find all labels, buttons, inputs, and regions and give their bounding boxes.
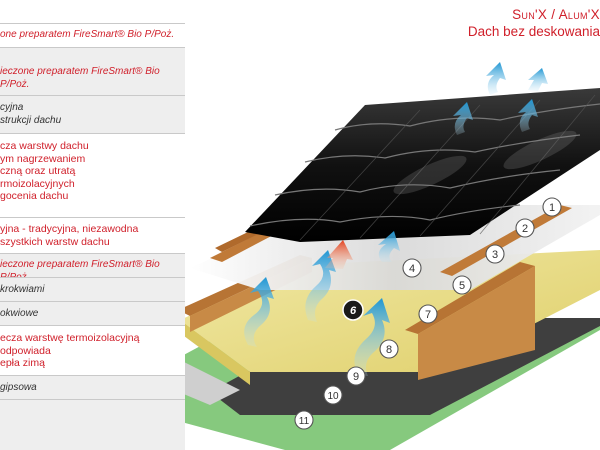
- svg-text:11: 11: [299, 416, 310, 427]
- roof-tiles: [245, 88, 600, 242]
- callout-8: 8: [379, 339, 399, 359]
- legend-row: one preparatem FireSmart® Bio P/Poż.: [0, 24, 185, 48]
- title-line-2: Dach bez deskowania: [467, 24, 600, 39]
- legend-row: gipsowa: [0, 376, 185, 400]
- callout-10: 10: [323, 385, 343, 405]
- legend-row: okwiowe: [0, 302, 185, 326]
- arrow-icon: [354, 298, 390, 376]
- svg-text:3: 3: [492, 249, 498, 261]
- callout-1: 1: [542, 197, 562, 217]
- legend-row: ecza warstwę termoizolacyjną odpowiada e…: [0, 326, 185, 376]
- arrow-icon: [453, 102, 473, 135]
- svg-text:5: 5: [459, 280, 465, 292]
- callout-11: 11: [294, 410, 314, 430]
- arrow-icon: [486, 62, 506, 95]
- callout-9: 9: [346, 366, 366, 386]
- svg-text:9: 9: [353, 371, 359, 383]
- svg-text:10: 10: [327, 391, 339, 402]
- legend-row: cza warstwy dachu ym nagrzewaniem czną o…: [0, 134, 185, 218]
- callout-7: 7: [418, 304, 438, 324]
- arrow-icon: [528, 68, 548, 91]
- legend-row: cyjna strukcji dachu: [0, 96, 185, 134]
- arrow-icon: [244, 277, 274, 347]
- callout-3: 3: [485, 244, 505, 264]
- callout-4: 4: [402, 258, 422, 278]
- legend-row: [0, 0, 185, 24]
- diagram-title: Sun'X / Alum'X Dach bez deskowania: [400, 6, 600, 40]
- svg-text:8: 8: [386, 344, 392, 356]
- svg-text:4: 4: [409, 263, 415, 275]
- svg-text:7: 7: [425, 309, 431, 321]
- callout-5: 5: [452, 275, 472, 295]
- legend-row: ieczone preparatem FireSmart® Bio P/Poż.: [0, 48, 185, 96]
- svg-text:6: 6: [350, 305, 357, 317]
- title-line-1: Sun'X / Alum'X: [512, 7, 600, 22]
- airflow-arrows: [244, 62, 548, 376]
- legend-filler: [0, 400, 185, 450]
- hot-arrow-icon: [325, 240, 353, 269]
- arrow-icon: [518, 99, 538, 132]
- svg-text:1: 1: [549, 202, 555, 214]
- callout-6: 6: [342, 299, 364, 321]
- legend-row: ieczone preparatem FireSmart® Bio P/Poż.: [0, 254, 185, 278]
- legend-row: krokwiami: [0, 278, 185, 302]
- layer-legend: one preparatem FireSmart® Bio P/Poż. iec…: [0, 0, 190, 450]
- legend-row: yjna - tradycyjna, niezawodna szystkich …: [0, 218, 185, 254]
- svg-text:2: 2: [522, 223, 528, 235]
- arrow-icon: [378, 231, 400, 262]
- callout-2: 2: [515, 218, 535, 238]
